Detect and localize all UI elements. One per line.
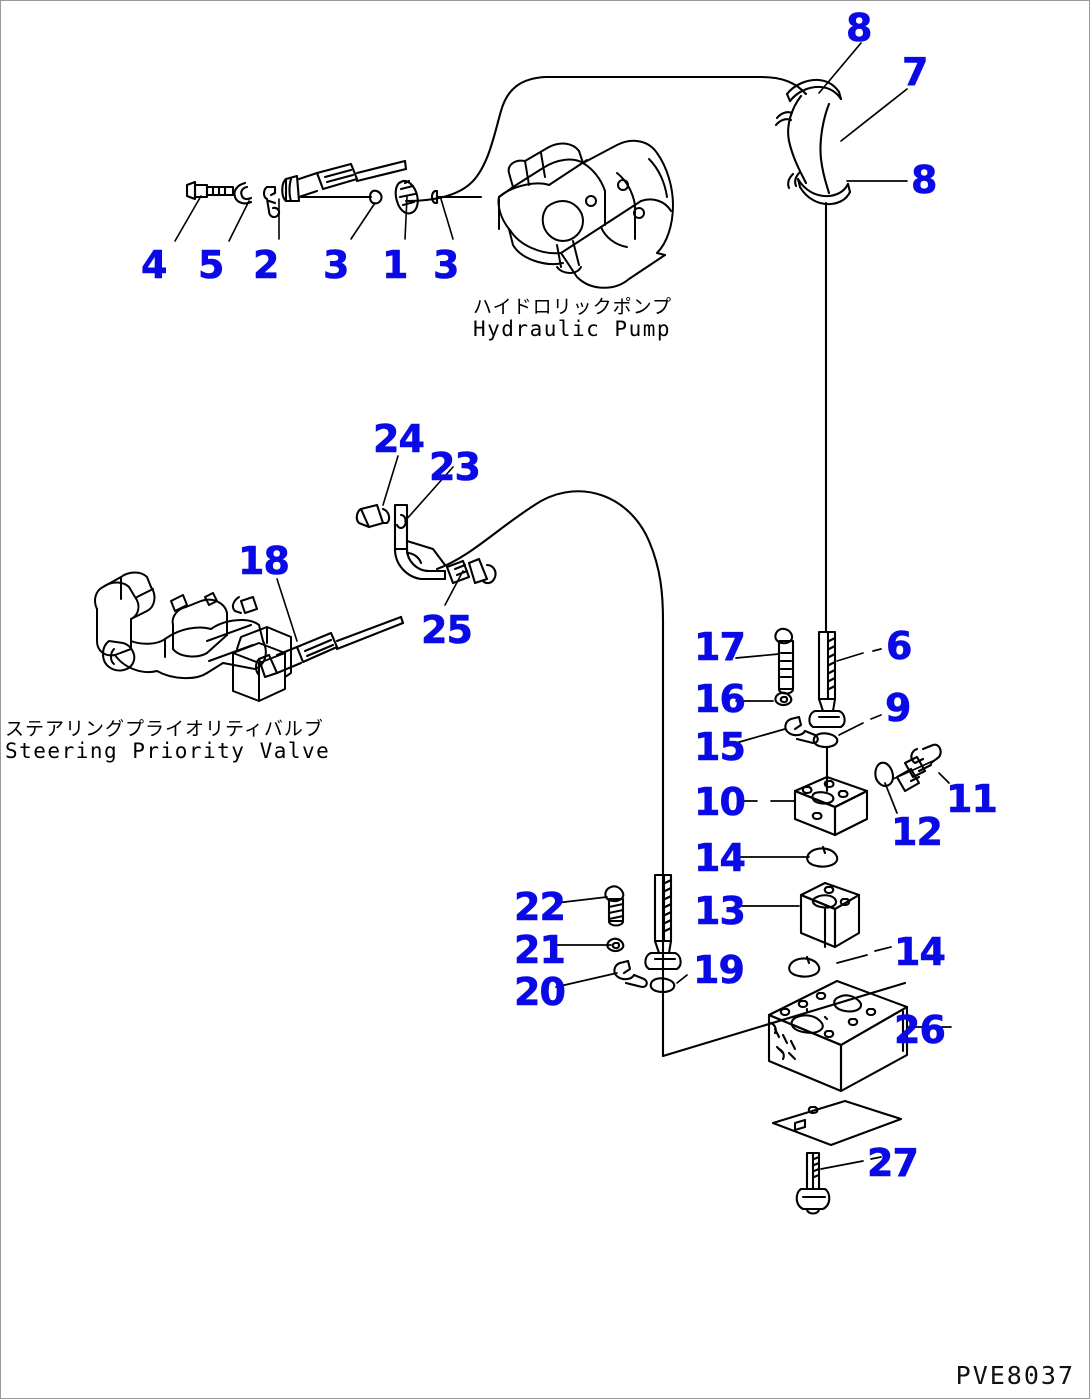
- part-27-bolt: [795, 1151, 831, 1215]
- caption-hydraulic-pump-jp: ハイドロリックポンプ: [473, 296, 673, 318]
- guide-line-19-to-26: [661, 981, 907, 1058]
- callout-4: 4: [141, 243, 168, 287]
- part-23-bracket: [393, 503, 447, 581]
- part-21-washer: [606, 937, 625, 953]
- hydraulic-pump-body: [497, 139, 674, 289]
- callout-19: 19: [693, 948, 745, 992]
- callout-17: 17: [694, 625, 746, 669]
- page-code: PVE8037: [955, 1361, 1075, 1390]
- part-25-bolt: [445, 557, 497, 585]
- part-26-manifold-block: [767, 979, 909, 1093]
- callout-8-mid: 8: [911, 158, 938, 202]
- callout-15: 15: [694, 725, 746, 769]
- hose-line-curved-lower: [435, 490, 665, 623]
- caption-hydraulic-pump: ハイドロリックポンプ Hydraulic Pump: [473, 296, 673, 342]
- part-2-clip: [262, 185, 281, 219]
- callout-18: 18: [238, 539, 290, 583]
- part-1-connector: [394, 179, 419, 215]
- callout-16: 16: [694, 677, 746, 721]
- hose-clamp-8-lower: [787, 170, 852, 206]
- part-3-oring-left: [368, 189, 383, 205]
- callout-3-right: 3: [433, 243, 460, 287]
- callout-2: 2: [253, 243, 280, 287]
- callout-8-top: 8: [846, 6, 873, 50]
- callout-21: 21: [514, 928, 566, 972]
- callout-12: 12: [891, 810, 943, 854]
- leader-lines-right: [555, 648, 952, 1170]
- part-17-bolt: [774, 627, 795, 695]
- callout-3-left: 3: [323, 243, 350, 287]
- part-6-bolt: [808, 630, 846, 729]
- hose-assembly-7: [404, 75, 831, 203]
- callout-11: 11: [946, 777, 998, 821]
- gasket-plate: [771, 1099, 903, 1147]
- part-3-oring-right: [430, 189, 483, 205]
- callout-5: 5: [198, 243, 225, 287]
- callout-10: 10: [694, 780, 746, 824]
- part-20-clip: [613, 959, 648, 989]
- callout-1: 1: [382, 243, 409, 287]
- leader-lines-hose: [818, 42, 908, 182]
- callout-23: 23: [429, 445, 481, 489]
- callout-7: 7: [902, 50, 929, 94]
- caption-hydraulic-pump-en: Hydraulic Pump: [473, 317, 672, 342]
- callout-6: 6: [886, 624, 913, 668]
- hose-clamp-8-upper: [774, 78, 843, 127]
- part-24-plug: [355, 503, 391, 529]
- part-22-bolt: [604, 885, 625, 927]
- caption-steering-priority-valve-en: Steering Priority Valve: [5, 739, 331, 764]
- part-10-valve-block: [793, 775, 869, 837]
- steering-priority-valve-body: [94, 571, 292, 702]
- part-14-gasket-lower: [788, 955, 821, 978]
- part-16-washer: [774, 691, 793, 707]
- callout-26: 26: [894, 1008, 946, 1052]
- tube-assembly-top-left: [281, 159, 408, 203]
- leader-lines-mid: [276, 455, 464, 642]
- callout-9: 9: [885, 686, 912, 730]
- callout-14-upper: 14: [694, 836, 746, 880]
- part-12-plug: [874, 761, 895, 787]
- part-9-oring: [812, 732, 839, 749]
- callout-14-lower: 14: [894, 930, 946, 974]
- callout-24: 24: [373, 417, 425, 461]
- part-4-bolt: [185, 180, 235, 201]
- part-18-hose: [254, 615, 405, 679]
- part-11-fitting: [895, 743, 942, 793]
- caption-steering-priority-valve-jp: ステアリングプライオリティバルブ: [5, 718, 324, 740]
- leader-lines-top: [174, 195, 454, 242]
- callout-13: 13: [694, 889, 746, 933]
- oring-below-19: [649, 977, 676, 994]
- part-13-block: [799, 881, 861, 949]
- callout-20: 20: [514, 970, 566, 1014]
- callout-22: 22: [514, 885, 566, 929]
- part-19-bolt: [644, 873, 682, 971]
- part-14-gasket-upper: [806, 845, 839, 868]
- callout-27: 27: [867, 1141, 919, 1185]
- part-5-washer: [233, 181, 253, 205]
- caption-steering-priority-valve: ステアリングプライオリティバルブ Steering Priority Valve: [5, 718, 331, 764]
- callout-25: 25: [421, 608, 473, 652]
